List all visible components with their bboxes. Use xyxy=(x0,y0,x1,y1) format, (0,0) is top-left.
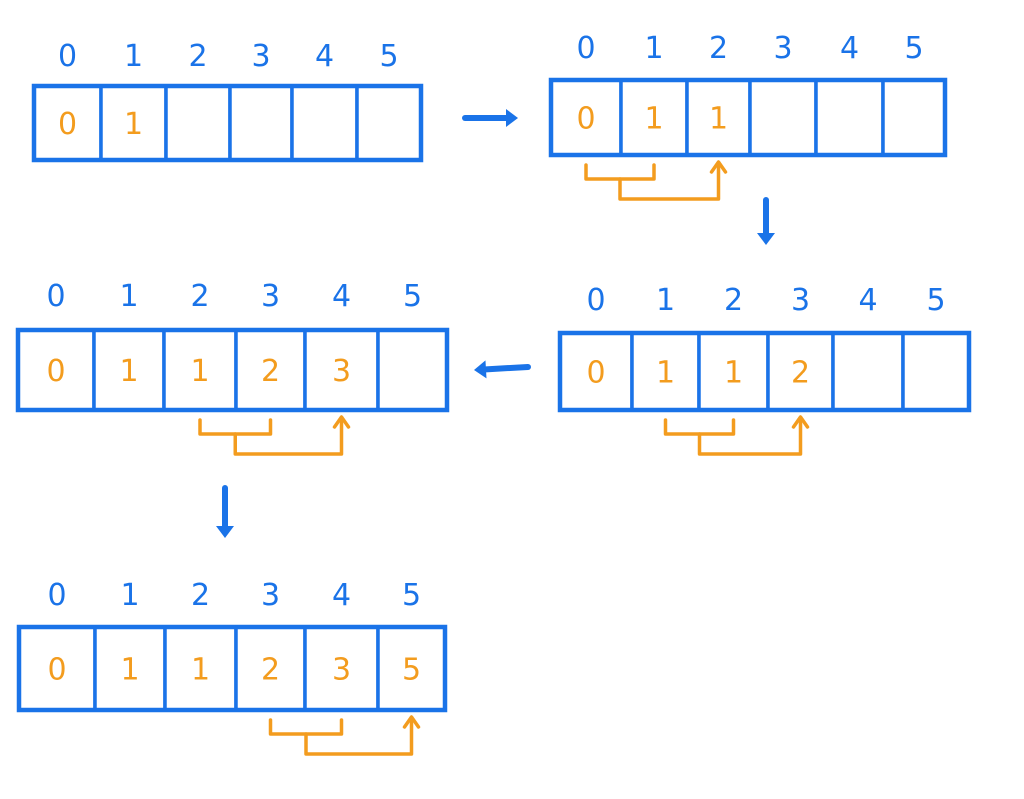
index-label: 4 xyxy=(332,578,351,613)
array-frame xyxy=(31,83,424,163)
array-cell xyxy=(901,331,971,412)
array-3: 0 1 2 3 4 5 0 1 1 2 3 xyxy=(15,279,450,413)
cell-value: 1 xyxy=(124,107,143,142)
array-frame xyxy=(15,327,450,413)
sum-bracket-arrow xyxy=(663,415,810,456)
index-label: 0 xyxy=(46,279,65,314)
cell-value: 1 xyxy=(191,653,210,688)
cell-value: 1 xyxy=(119,354,138,389)
cell-value: 2 xyxy=(261,653,280,688)
cell-value: 3 xyxy=(332,653,351,688)
index-label: 5 xyxy=(403,279,422,314)
index-label: 1 xyxy=(119,279,138,314)
index-label: 4 xyxy=(315,39,334,74)
cell-value: 2 xyxy=(261,354,280,389)
index-label: 3 xyxy=(261,578,280,613)
index-label: 2 xyxy=(190,279,209,314)
array-cell xyxy=(163,625,238,712)
cell-value: 1 xyxy=(120,653,139,688)
index-label: 0 xyxy=(58,39,77,74)
cell-value: 1 xyxy=(656,356,675,391)
index-label: 3 xyxy=(773,31,792,66)
sum-bracket-arrow xyxy=(268,715,421,756)
array-1: 0 1 2 3 4 5 0 1 1 xyxy=(548,31,948,158)
index-label: 4 xyxy=(858,283,877,318)
array-cell xyxy=(164,84,232,162)
index-label: 3 xyxy=(791,283,810,318)
cell-value: 1 xyxy=(709,102,728,137)
array-cell xyxy=(92,328,166,412)
cell-value: 0 xyxy=(58,107,77,142)
sum-bracket-arrow xyxy=(198,415,351,456)
array-cell xyxy=(748,78,818,157)
index-label: 5 xyxy=(379,39,398,74)
array-2: 0 1 2 3 4 5 0 1 1 2 xyxy=(557,283,972,413)
array-frame xyxy=(548,77,948,158)
array-cell xyxy=(290,84,359,162)
index-label: 2 xyxy=(709,31,728,66)
index-label: 0 xyxy=(576,31,595,66)
cell-value: 1 xyxy=(190,354,209,389)
index-label: 0 xyxy=(586,283,605,318)
array-cell xyxy=(814,78,885,157)
index-label: 0 xyxy=(47,578,66,613)
array-4: 0 1 2 3 4 5 0 1 1 2 3 5 xyxy=(16,578,448,713)
cell-value: 1 xyxy=(724,356,743,391)
index-label: 3 xyxy=(251,39,270,74)
array-frame xyxy=(16,624,448,713)
flow-arrow-down xyxy=(216,485,234,538)
index-label: 4 xyxy=(332,279,351,314)
cell-value: 0 xyxy=(46,354,65,389)
cell-value: 3 xyxy=(332,354,351,389)
index-label: 1 xyxy=(656,283,675,318)
index-label: 1 xyxy=(124,39,143,74)
array-cell xyxy=(831,331,905,412)
index-label: 2 xyxy=(724,283,743,318)
cell-value: 0 xyxy=(47,653,66,688)
index-label: 5 xyxy=(926,283,945,318)
array-cell xyxy=(355,84,423,162)
flow-arrow-down xyxy=(757,197,775,245)
index-label: 5 xyxy=(904,31,923,66)
array-0: 0 1 2 3 4 5 0 1 xyxy=(31,39,424,163)
cell-value: 2 xyxy=(791,356,810,391)
index-label: 2 xyxy=(188,39,207,74)
index-label: 3 xyxy=(261,279,280,314)
array-cell xyxy=(558,331,634,412)
sum-bracket-arrow xyxy=(584,160,728,201)
index-label: 1 xyxy=(120,578,139,613)
index-label: 5 xyxy=(402,578,421,613)
array-cell xyxy=(228,84,294,162)
cell-value: 1 xyxy=(644,102,663,137)
cell-value: 0 xyxy=(586,356,605,391)
cell-value: 0 xyxy=(576,102,595,137)
flow-arrow-left xyxy=(474,360,531,379)
array-cell xyxy=(376,328,449,412)
flow-arrow-right xyxy=(462,109,518,127)
index-label: 1 xyxy=(644,31,663,66)
array-frame xyxy=(557,330,972,413)
array-cell xyxy=(881,78,947,157)
index-label: 2 xyxy=(191,578,210,613)
index-label: 4 xyxy=(840,31,859,66)
cell-value: 5 xyxy=(402,653,421,688)
